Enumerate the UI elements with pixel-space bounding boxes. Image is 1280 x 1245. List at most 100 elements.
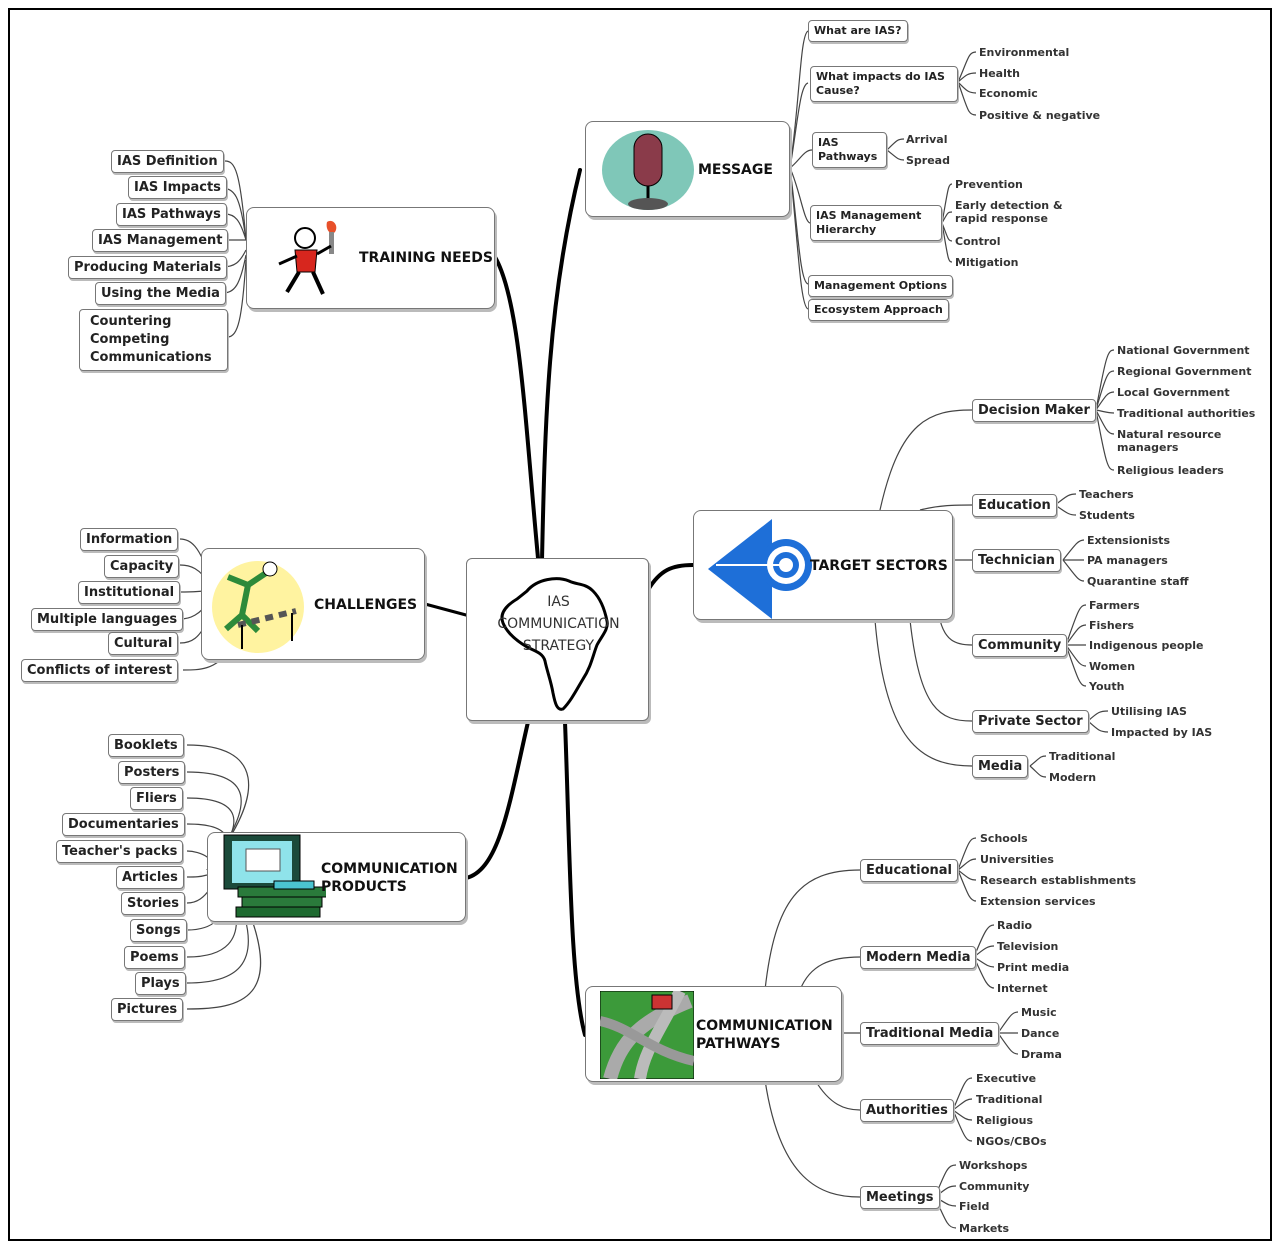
leaf-teachers: Teachers — [1079, 488, 1134, 501]
leaf-ngos-cbos: NGOs/CBOs — [976, 1135, 1047, 1148]
leaf-regional-government: Regional Government — [1117, 365, 1252, 378]
sector-education[interactable]: Education — [972, 494, 1057, 517]
leaf-local-government: Local Government — [1117, 386, 1230, 399]
ecosystem-approach-node[interactable]: Ecosystem Approach — [808, 299, 949, 321]
ias-impacts-node[interactable]: What impacts do IAS Cause? — [810, 66, 958, 102]
microphone-icon — [602, 130, 694, 210]
product-item-plays[interactable]: Plays — [135, 972, 186, 995]
leaf-quarantine-staff: Quarantine staff — [1087, 575, 1189, 588]
training-item-ias-impacts[interactable]: IAS Impacts — [128, 176, 227, 199]
leaf-drama: Drama — [1021, 1048, 1062, 1061]
leaf-internet: Internet — [997, 982, 1048, 995]
product-item-posters[interactable]: Posters — [118, 761, 186, 784]
leaf-executive: Executive — [976, 1072, 1037, 1085]
africa-outline-icon — [500, 577, 609, 711]
challenge-item-multiple-languages[interactable]: Multiple languages — [31, 608, 184, 631]
leaf-print-media: Print media — [997, 961, 1070, 974]
leaf-markets: Markets — [959, 1222, 1010, 1235]
leaf-religious: Religious — [976, 1114, 1034, 1127]
message-title: MESSAGE — [698, 162, 773, 178]
sector-decision-maker[interactable]: Decision Maker — [972, 399, 1096, 422]
leaf-early-detection: Early detection & rapid response — [955, 199, 1063, 225]
challenge-item-information[interactable]: Information — [80, 528, 179, 551]
product-item-pictures[interactable]: Pictures — [111, 998, 184, 1021]
leaf-workshops: Workshops — [959, 1159, 1028, 1172]
leaf-control: Control — [955, 235, 1001, 248]
product-item-poems[interactable]: Poems — [124, 946, 185, 969]
communication-products-node[interactable]: COMMUNICATION PRODUCTS — [207, 832, 466, 922]
leaf-mitigation: Mitigation — [955, 256, 1019, 269]
leaf-students: Students — [1079, 509, 1135, 522]
pathway-modern-media[interactable]: Modern Media — [860, 946, 977, 969]
leaf-positive-negative: Positive & negative — [979, 109, 1101, 122]
image-border — [8, 8, 1272, 1241]
leaf-health: Health — [979, 67, 1020, 80]
leaf-television: Television — [997, 940, 1059, 953]
sector-media[interactable]: Media — [972, 755, 1029, 778]
computer-books-icon — [223, 834, 326, 918]
leaf-dance: Dance — [1021, 1027, 1060, 1040]
challenges-node[interactable]: CHALLENGES — [201, 548, 425, 660]
training-item-using-media[interactable]: Using the Media — [95, 282, 226, 305]
leaf-utilising-ias: Utilising IAS — [1111, 705, 1187, 718]
leaf-extension-services: Extension services — [980, 895, 1096, 908]
road-map-icon — [600, 991, 694, 1079]
leaf-fishers: Fishers — [1089, 619, 1135, 632]
product-item-fliers[interactable]: Fliers — [130, 787, 183, 810]
pathway-meetings[interactable]: Meetings — [860, 1186, 940, 1209]
leaf-prevention: Prevention — [955, 178, 1023, 191]
leaf-farmers: Farmers — [1089, 599, 1140, 612]
training-item-producing-materials[interactable]: Producing Materials — [68, 256, 228, 279]
product-item-documentaries[interactable]: Documentaries — [62, 813, 185, 836]
leaf-field: Field — [959, 1200, 990, 1213]
what-are-ias-node[interactable]: What are IAS? — [808, 20, 908, 42]
central-topic-title: IAS COMMUNICATION STRATEGY — [497, 594, 620, 654]
target-sectors-node[interactable]: TARGET SECTORS — [693, 510, 953, 620]
torch-runner-icon — [278, 220, 337, 295]
message-node[interactable]: MESSAGE — [585, 121, 790, 217]
challenge-item-institutional[interactable]: Institutional — [78, 581, 181, 604]
sector-private[interactable]: Private Sector — [972, 710, 1089, 733]
product-item-teachers-packs[interactable]: Teacher's packs — [56, 840, 184, 863]
product-item-booklets[interactable]: Booklets — [108, 734, 184, 757]
training-needs-title: TRAINING NEEDS — [359, 250, 493, 266]
leaf-pa-managers: PA managers — [1087, 554, 1168, 567]
product-item-articles[interactable]: Articles — [116, 866, 184, 889]
leaf-authorities-traditional: Traditional — [976, 1093, 1043, 1106]
product-item-songs[interactable]: Songs — [130, 919, 187, 942]
central-topic[interactable]: IAS COMMUNICATION STRATEGY — [466, 558, 649, 721]
communication-pathways-title: COMMUNICATION PATHWAYS — [696, 1018, 833, 1052]
leaf-spread: Spread — [906, 154, 950, 167]
leaf-radio: Radio — [997, 919, 1033, 932]
product-item-stories[interactable]: Stories — [121, 892, 185, 915]
leaf-research-establishments: Research establishments — [980, 874, 1137, 887]
leaf-women: Women — [1089, 660, 1136, 673]
pathway-traditional-media[interactable]: Traditional Media — [860, 1022, 1000, 1045]
target-arrow-icon — [708, 519, 812, 619]
leaf-schools: Schools — [980, 832, 1028, 845]
training-needs-node[interactable]: TRAINING NEEDS — [246, 207, 495, 309]
target-sectors-title: TARGET SECTORS — [810, 558, 948, 574]
sector-community[interactable]: Community — [972, 634, 1068, 657]
sector-technician[interactable]: Technician — [972, 549, 1061, 572]
leaf-environmental: Environmental — [979, 46, 1070, 59]
pathway-authorities[interactable]: Authorities — [860, 1099, 954, 1122]
training-item-ias-management[interactable]: IAS Management — [92, 229, 229, 252]
ias-pathways-node[interactable]: IAS Pathways — [812, 132, 887, 168]
training-item-ias-definition[interactable]: IAS Definition — [111, 150, 224, 173]
leaf-extensionists: Extensionists — [1087, 534, 1170, 547]
leaf-impacted-by-ias: Impacted by IAS — [1111, 726, 1213, 739]
challenge-item-capacity[interactable]: Capacity — [104, 555, 180, 578]
training-item-ias-pathways[interactable]: IAS Pathways — [116, 203, 227, 226]
training-item-countering[interactable]: Countering Competing Communications — [79, 309, 228, 371]
leaf-media-traditional: Traditional — [1049, 750, 1116, 763]
ias-management-hierarchy-node[interactable]: IAS Management Hierarchy — [810, 205, 942, 241]
pathway-educational[interactable]: Educational — [860, 859, 959, 882]
challenge-item-conflicts[interactable]: Conflicts of interest — [21, 659, 179, 682]
communication-pathways-node[interactable]: COMMUNICATION PATHWAYS — [585, 986, 842, 1082]
management-options-node[interactable]: Management Options — [808, 275, 953, 297]
leaf-natural-resource-managers: Natural resource managers — [1117, 428, 1222, 454]
leaf-national-government: National Government — [1117, 344, 1250, 357]
challenge-item-cultural[interactable]: Cultural — [108, 632, 179, 655]
leaf-economic: Economic — [979, 87, 1038, 100]
